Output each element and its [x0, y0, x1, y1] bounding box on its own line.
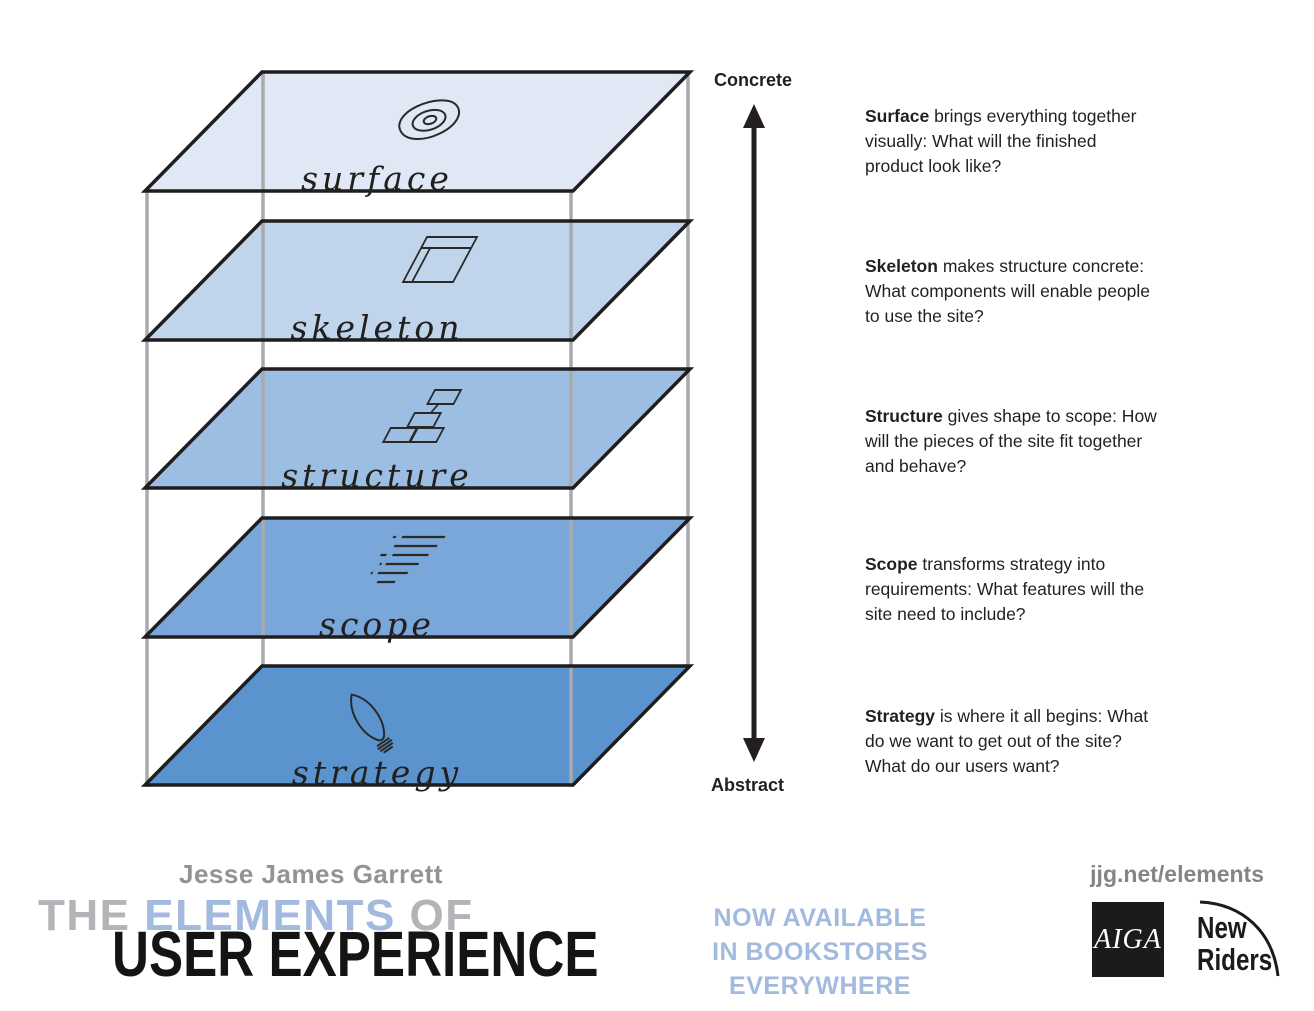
layer-label-surface: surface [301, 159, 453, 198]
promo-line-2: IN BOOKSTORES EVERYWHERE [712, 938, 928, 1000]
author-name: Jesse James Garrett [179, 859, 443, 889]
description-skeleton: Skeleton makes structure concrete: What … [865, 256, 1151, 326]
lightbulb-icon [350, 693, 394, 754]
layer-outline-strategy [140, 664, 695, 787]
aiga-logo: AIGA [1092, 902, 1164, 977]
new-riders-text-line1: New [1197, 910, 1247, 945]
layer-outlines [140, 70, 695, 787]
new-riders-text-line2: Riders [1197, 942, 1273, 977]
description-term: Structure [865, 406, 943, 426]
aiga-logo-text: AIGA [1094, 923, 1162, 955]
description-structure: Structure gives shape to scope: How will… [865, 406, 1157, 476]
description-scope: Scope transforms strategy into requireme… [865, 554, 1145, 624]
description-strategy: Strategy is where it all begins: What do… [865, 706, 1149, 776]
book-title-line1: THE ELEMENTS OF [38, 891, 474, 941]
title-word-elements: ELEMENTS [144, 891, 396, 940]
layer-plane-scope [145, 518, 690, 637]
layer-planes [145, 72, 690, 785]
title-word-of: OF [409, 891, 474, 940]
description-surface: Surface brings everything together visua… [865, 106, 1137, 176]
description-term: Surface [865, 106, 930, 126]
wireframe-icon [401, 236, 479, 283]
layer-outline-skeleton [140, 219, 695, 342]
layer-label-scope: scope [319, 605, 435, 644]
list-icon [370, 535, 446, 584]
description-term: Strategy [865, 706, 936, 726]
layer-outline-structure [140, 367, 695, 490]
description-term: Skeleton [865, 256, 938, 276]
layer-plane-strategy [145, 666, 690, 785]
website-url: jjg.net/elements [1090, 861, 1264, 887]
promo-line-1: NOW AVAILABLE [713, 904, 927, 932]
layer-plane-surface [145, 72, 690, 191]
new-riders-logo: New Riders [1197, 896, 1287, 992]
layer-label-structure: structure [281, 456, 473, 495]
layer-label-skeleton: skeleton [290, 308, 464, 347]
concrete-label: Concrete [714, 70, 793, 90]
book-title-main: USER EXPERIENCE [112, 918, 599, 990]
abstract-label: Abstract [711, 775, 785, 795]
layer-outline-surface [140, 70, 695, 193]
swirl-icon [398, 99, 460, 140]
description-term: Scope [865, 554, 918, 574]
layer-outline-scope [140, 516, 695, 639]
new-riders-arc [1199, 900, 1280, 977]
layer-plane-skeleton [145, 221, 690, 340]
concrete-abstract-arrow [743, 104, 765, 762]
promo-text: NOW AVAILABLE IN BOOKSTORES EVERYWHERE [620, 901, 1020, 1003]
layer-label-strategy: strategy [291, 753, 463, 792]
sitemap-icon [381, 389, 463, 443]
title-word-the: THE [38, 891, 131, 940]
